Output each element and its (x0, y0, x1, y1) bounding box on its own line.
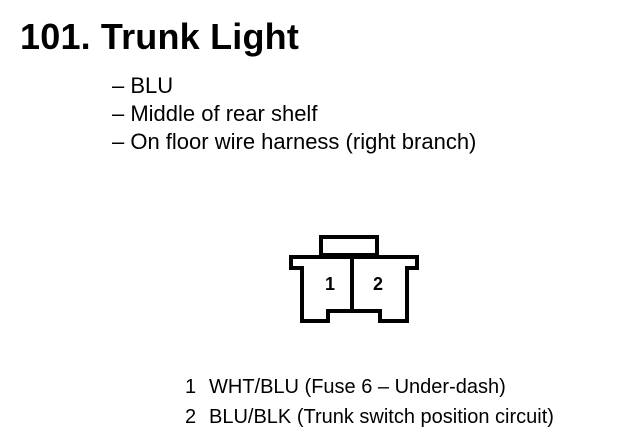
pin-number: 1 (185, 376, 197, 398)
connector-diagram: 1 2 (289, 235, 419, 323)
pin-list: 1 WHT/BLU (Fuse 6 – Under-dash) 2 BLU/BLK … (185, 372, 554, 432)
connector-body (289, 255, 419, 323)
component-name: Trunk Light (100, 16, 300, 57)
pin-number: 2 (185, 406, 197, 428)
cavity-2-label: 2 (373, 274, 383, 294)
component-number: 101. (20, 16, 91, 57)
pin-row-2: 2 BLU/BLK (Trunk switch position circuit) (185, 402, 554, 432)
connector-details: – BLU – Middle of rear shelf – On floor … (112, 72, 476, 156)
pin-description: WHT/BLU (Fuse 6 – Under-dash) (209, 376, 506, 398)
pin-description: BLU/BLK (Trunk switch position circuit) (209, 406, 554, 428)
connector-lock-tab (319, 235, 379, 257)
page-title: 101.Trunk Light (20, 16, 299, 58)
pin-row-1: 1 WHT/BLU (Fuse 6 – Under-dash) (185, 372, 554, 402)
detail-location: – Middle of rear shelf (112, 101, 318, 126)
detail-harness: – On floor wire harness (right branch) (112, 129, 477, 154)
detail-color: – BLU (112, 73, 174, 98)
cavity-1-label: 1 (325, 274, 335, 294)
